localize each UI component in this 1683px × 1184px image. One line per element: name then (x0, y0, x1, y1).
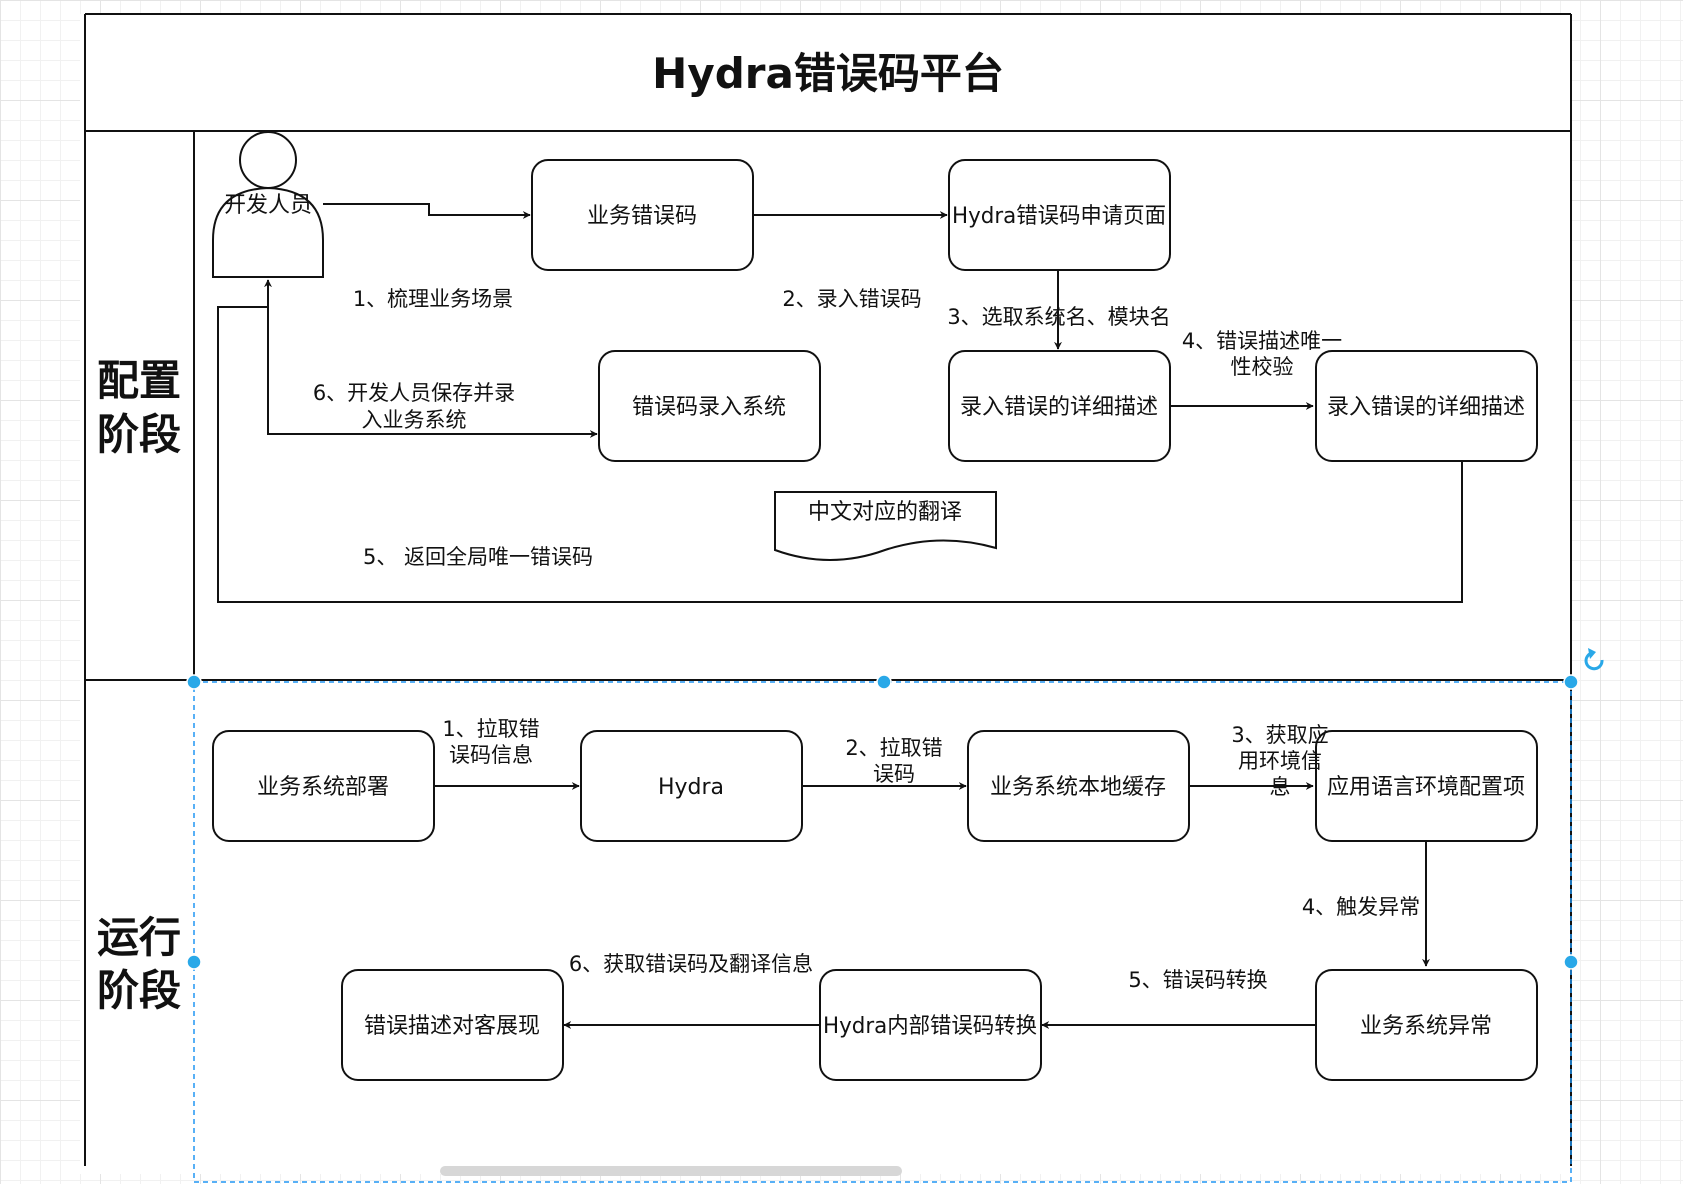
runtime-step2-label-line1: 2、拉取错 (845, 736, 942, 760)
edge-return-to-actor[interactable] (217, 279, 1463, 603)
lane-config-line1: 配置 (97, 356, 181, 405)
runtime-step6-label: 6、获取错误码及翻译信息 (569, 952, 813, 976)
runtime-step4-label: 4、触发异常 (1302, 895, 1420, 919)
horizontal-scrollbar[interactable] (440, 1166, 902, 1176)
node-lang-env-label: 应用语言环境配置项 (1327, 775, 1525, 800)
node-biz-error-code[interactable]: 业务错误码 (531, 159, 754, 271)
runtime-step1-label-line2: 误码信息 (449, 743, 533, 767)
node-entry-desc-1-label: 录入错误的详细描述 (960, 395, 1158, 420)
node-biz-exception[interactable]: 业务系统异常 (1315, 969, 1538, 1081)
lane-runtime-line2: 阶段 (97, 966, 181, 1015)
runtime-step3-label-line1: 3、获取应 (1231, 723, 1328, 747)
document-shape (774, 491, 997, 561)
node-lang-env[interactable]: 应用语言环境配置项 (1315, 730, 1538, 842)
resize-handle-middle-left[interactable] (186, 954, 202, 970)
lane-config-line2: 阶段 (97, 410, 181, 459)
config-step6-label-line1: 6、开发人员保存并录 (313, 381, 515, 405)
node-entry-system[interactable]: 错误码录入系统 (598, 350, 821, 462)
rotate-icon[interactable] (1584, 648, 1604, 671)
node-deploy[interactable]: 业务系统部署 (212, 730, 435, 842)
runtime-step2-label-line2: 误码 (873, 762, 915, 786)
config-step4-label-line2: 性校验 (1231, 355, 1294, 379)
runtime-edges (434, 782, 1430, 1029)
node-hydra-label: Hydra (658, 775, 724, 800)
node-entry-system-label: 错误码录入系统 (632, 395, 786, 420)
node-entry-desc-2-label: 录入错误的详细描述 (1327, 395, 1525, 420)
node-entry-desc-2[interactable]: 录入错误的详细描述 (1315, 350, 1538, 462)
resize-handle-top-right[interactable] (1563, 674, 1579, 690)
resize-handle-middle-right[interactable] (1563, 954, 1579, 970)
resize-handle-top-center[interactable] (876, 674, 892, 690)
runtime-step1-label-line1: 1、拉取错 (442, 717, 539, 741)
node-hydra-convert-label: Hydra内部错误码转换 (823, 1014, 1037, 1039)
config-step1-label: 1、梳理业务场景 (353, 287, 513, 311)
node-show-customer-label: 错误描述对客展现 (364, 1014, 540, 1039)
node-biz-exception-label: 业务系统异常 (1360, 1014, 1492, 1039)
lane-runtime-line1: 运行 (97, 913, 181, 962)
actor-label: 开发人员 (224, 193, 312, 218)
edge-actor-to-entry-system[interactable] (267, 307, 598, 438)
node-translation-doc-label: 中文对应的翻译 (808, 500, 962, 525)
node-show-customer[interactable]: 错误描述对客展现 (341, 969, 564, 1081)
config-step3-label: 3、选取系统名、模块名 (947, 305, 1170, 329)
node-entry-desc-1[interactable]: 录入错误的详细描述 (948, 350, 1171, 462)
edge-actor-to-biz-error[interactable] (323, 203, 531, 219)
config-step4-label-line1: 4、错误描述唯一 (1182, 329, 1342, 353)
lane-config-label: 配置 阶段 (97, 356, 181, 459)
node-translation-doc[interactable]: 中文对应的翻译 (774, 491, 997, 561)
actor-body (212, 186, 324, 278)
node-local-cache-label: 业务系统本地缓存 (990, 775, 1166, 800)
node-local-cache[interactable]: 业务系统本地缓存 (967, 730, 1190, 842)
runtime-step5-label: 5、错误码转换 (1128, 968, 1267, 992)
node-apply-page-label: Hydra错误码申请页面 (952, 204, 1166, 229)
selection-overlay[interactable] (186, 648, 1604, 1183)
node-hydra[interactable]: Hydra (580, 730, 803, 842)
lane-runtime-label: 运行 阶段 (97, 913, 181, 1015)
config-step2-label: 2、录入错误码 (782, 287, 921, 311)
person-icon (239, 131, 297, 189)
runtime-step3-label-line3: 息 (1270, 775, 1291, 799)
config-step6-label-line2: 入业务系统 (362, 408, 467, 432)
resize-handle-top-left[interactable] (186, 674, 202, 690)
node-biz-error-code-label: 业务错误码 (587, 204, 697, 229)
node-hydra-convert[interactable]: Hydra内部错误码转换 (819, 969, 1042, 1081)
diagram-title: Hydra错误码平台 (652, 49, 1004, 98)
node-deploy-label: 业务系统部署 (257, 775, 389, 800)
actor-developer[interactable]: 开发人员 (212, 131, 324, 278)
runtime-step3-label-line2: 用环境信 (1238, 749, 1322, 773)
node-apply-page[interactable]: Hydra错误码申请页面 (948, 159, 1171, 271)
config-edges (217, 203, 1463, 603)
config-step5-label: 5、 返回全局唯一错误码 (363, 545, 593, 569)
